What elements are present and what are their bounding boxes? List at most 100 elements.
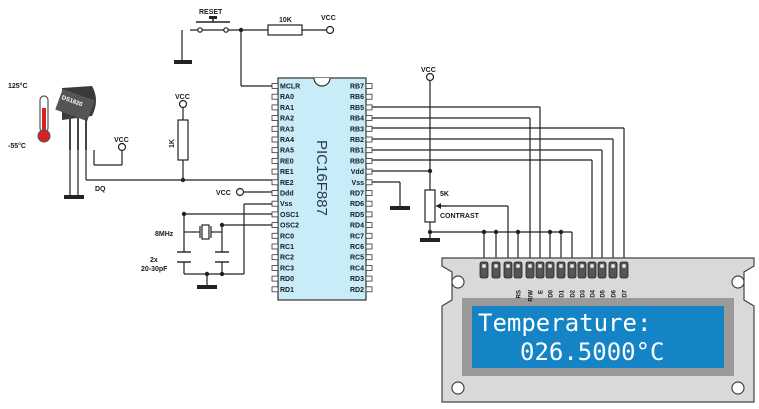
lcd-pin-label: D2 — [571, 289, 577, 297]
chip-pin-label: Vss — [280, 201, 293, 208]
chip-pin-right — [365, 157, 373, 164]
lcd-pin-label: D6 — [612, 289, 618, 297]
chip-pin-label: RD7 — [350, 191, 364, 198]
chip-pin-right — [365, 104, 373, 111]
chip-pin-right — [365, 136, 373, 143]
chip-pin-right — [365, 147, 373, 154]
chip-pin-label: RC4 — [350, 265, 364, 272]
lcd-line-1: Temperature: — [478, 309, 651, 337]
labels: RESET 10K VCC VCC VCC VCC VCC 1K DQ 125°… — [8, 9, 480, 273]
pic-microcontroller: PIC16F887 — [277, 77, 367, 301]
chip-pin-left — [271, 243, 279, 250]
chip-pin-left — [271, 147, 279, 154]
ground-symbols — [64, 60, 440, 289]
chip-left-pins: MCLRRA0RA1RA2RA3RA4RA5RE0RE1RE2DddVssOSC… — [271, 83, 300, 294]
chip-pin-left — [271, 275, 279, 282]
chip-pin-left — [271, 125, 279, 132]
chip-pin-label: RE2 — [280, 180, 294, 187]
lcd-pin-hole — [570, 264, 574, 268]
junctions — [180, 27, 564, 277]
chip-pin-left — [271, 190, 279, 196]
chip-pin-left — [271, 264, 279, 271]
chip-pin-label: Vdd — [351, 169, 364, 176]
chip-pin-left — [271, 168, 279, 175]
resistor-1k — [177, 119, 189, 161]
lcd-line-2: 026.5000°C — [520, 338, 665, 366]
chip-pin-right — [365, 254, 373, 261]
chip-pin-left — [271, 157, 279, 164]
chip-pin-label: RD0 — [280, 276, 294, 283]
chip-pin-label: RD5 — [350, 212, 364, 219]
chip-pin-label: RC2 — [280, 255, 294, 262]
reset-label: RESET — [199, 9, 223, 16]
contrast-potentiometer — [424, 189, 446, 223]
chip-pin-label: RA5 — [280, 148, 294, 155]
chip-pin-label: RB3 — [350, 126, 364, 133]
chip-pin-right — [365, 286, 373, 293]
vcc-pot-label: VCC — [421, 67, 436, 74]
chip-pin-label: RE0 — [280, 158, 294, 165]
lcd-screen — [472, 306, 724, 368]
lcd-pin-label: D0 — [549, 289, 555, 297]
chip-pin-left — [271, 200, 279, 207]
lcd-pin-hole — [611, 264, 615, 268]
vcc-pullup-label: VCC — [175, 94, 190, 101]
chip-pin-right — [365, 93, 373, 100]
lcd-pin-label: RS — [517, 290, 523, 298]
chip-pin-label: RC5 — [350, 255, 364, 262]
chip-pin-left — [271, 179, 279, 186]
chip-pin-right — [365, 275, 373, 282]
chip-pin-right — [365, 83, 373, 89]
chip-pin-right — [365, 125, 373, 132]
chip-pin-right — [365, 211, 373, 218]
lcd-pin-label: D5 — [601, 289, 607, 297]
reset-button — [196, 16, 230, 33]
chip-pin-left — [271, 254, 279, 261]
chip-pin-left — [271, 104, 279, 111]
lcd-pin-label: D7 — [623, 289, 629, 297]
chip-pin-label: RD3 — [350, 276, 364, 283]
caps-label-1: 2x — [150, 257, 158, 264]
chip-pin-right — [365, 222, 373, 229]
chip-pin-label: RB1 — [350, 148, 364, 155]
vcc-sensor-label: VCC — [114, 137, 129, 144]
chip-pin-right — [365, 190, 373, 196]
chip-pin-label: RA3 — [280, 126, 294, 133]
chip-pin-label: RD6 — [350, 201, 364, 208]
chip-pin-label: RD2 — [350, 287, 364, 294]
chip-pin-left — [271, 115, 279, 121]
chip-pin-label: RD1 — [280, 287, 294, 294]
temp-low-label: -55°C — [8, 142, 26, 150]
chip-pin-left — [271, 286, 279, 293]
chip-pin-label: RC0 — [280, 233, 294, 240]
vcc-top-label: VCC — [321, 15, 336, 22]
thermometer-icon — [37, 95, 51, 143]
chip-pin-label: RB5 — [350, 105, 364, 112]
ds1820-sensor: DS1820 — [55, 86, 96, 150]
chip-pin-label: RB0 — [350, 158, 364, 165]
lcd-pin-hole — [600, 264, 604, 268]
chip-pin-right — [365, 200, 373, 207]
lcd-pin-hole — [580, 264, 584, 268]
lcd-pin-label: E — [539, 290, 545, 294]
lcd-pin-label: D1 — [560, 289, 566, 297]
vcc-ddd-label: VCC — [216, 190, 231, 197]
chip-pin-right — [365, 115, 373, 121]
chip-pin-label: RA4 — [280, 137, 294, 144]
chip-pin-label: RA1 — [280, 105, 294, 112]
contrast-label: CONTRAST — [440, 213, 480, 220]
lcd-pin-hole — [494, 264, 498, 268]
lcd-pin-hole — [538, 264, 542, 268]
temp-high-label: 125°C — [8, 82, 28, 90]
chip-name: PIC16F887 — [313, 140, 330, 216]
chip-pin-label: RC3 — [280, 265, 294, 272]
chip-pin-left — [271, 93, 279, 100]
chip-pin-right — [365, 179, 373, 186]
crystal-oscillator — [184, 224, 222, 240]
chip-pin-label: Vss — [352, 180, 365, 187]
vcc-terminals — [117, 25, 435, 197]
chip-pin-right — [365, 264, 373, 271]
chip-pin-label: RB7 — [350, 84, 364, 91]
